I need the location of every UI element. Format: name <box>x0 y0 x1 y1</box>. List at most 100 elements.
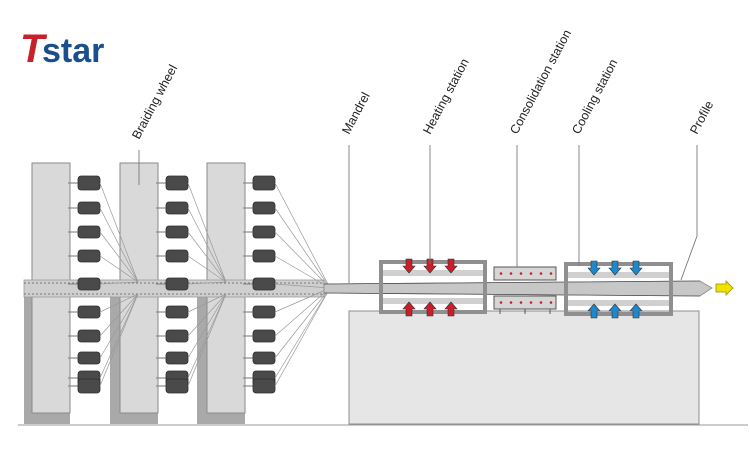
arrow-up-icon <box>608 303 622 319</box>
tstar-logo: T star <box>20 27 104 71</box>
label-cooling-station: Cooling station <box>569 57 620 137</box>
arrow-up-icon <box>444 301 458 317</box>
cooling-lower-plate <box>568 300 669 306</box>
fiber-line <box>99 293 139 337</box>
consolidation-lower-die <box>493 295 557 310</box>
arrow-down-icon <box>587 260 601 276</box>
fiber-line <box>99 207 139 283</box>
fiber-line <box>274 182 331 289</box>
arrow-up-icon <box>402 301 416 317</box>
fiber-line <box>187 255 227 283</box>
bobbin-icon <box>165 249 189 263</box>
fiber-line <box>187 293 227 313</box>
fiber-line <box>99 182 139 283</box>
fiber-line <box>187 293 227 379</box>
label-braiding-wheel: Braiding wheel <box>129 62 180 141</box>
fiber-line <box>99 281 139 285</box>
output-arrow-icon <box>715 280 734 296</box>
profile-edge-bottom <box>323 292 701 297</box>
fiber-line <box>187 182 227 283</box>
profile-edge-top <box>323 280 701 285</box>
heater-dot <box>549 301 553 304</box>
fiber-line <box>274 283 331 289</box>
heater-dot <box>549 272 553 275</box>
heating-lower-plate <box>383 298 483 304</box>
arrow-down-icon <box>608 260 622 276</box>
bobbin-icon <box>165 305 189 319</box>
bobbin-icon <box>252 175 276 191</box>
fiber-lines <box>99 182 331 387</box>
logo-letter-t: T <box>20 27 48 71</box>
heater-dot <box>519 301 523 304</box>
bobbin-icon <box>77 305 101 319</box>
bobbin-icon <box>165 225 189 239</box>
fiber-line <box>187 281 227 285</box>
logo-text-star: star <box>42 32 104 70</box>
fiber-line <box>99 231 139 283</box>
cooling-frame <box>564 262 673 316</box>
fiber-line <box>274 287 331 337</box>
arrow-down-icon <box>629 260 643 276</box>
heater-dot <box>509 301 513 304</box>
fiber-line <box>274 207 331 289</box>
bobbin-icon <box>77 378 101 394</box>
station-arrows <box>402 258 643 319</box>
bobbin-icon <box>77 225 101 239</box>
bobbin-icon <box>252 277 276 291</box>
bobbin-icon <box>77 175 101 191</box>
heater-dot <box>519 272 523 275</box>
label-profile: Profile <box>687 99 716 137</box>
label-mandrel: Mandrel <box>339 90 373 136</box>
heating-upper-plate <box>383 270 483 276</box>
fiber-line <box>187 231 227 283</box>
fiber-line <box>274 231 331 289</box>
label-heating-station: Heating station <box>420 56 472 136</box>
fiber-line <box>187 293 227 359</box>
fiber-line <box>99 293 139 359</box>
bobbin-icon <box>77 277 101 291</box>
bobbin-icon <box>165 175 189 191</box>
fiber-line <box>187 293 227 387</box>
heater-dot <box>529 301 533 304</box>
arrow-up-icon <box>423 301 437 317</box>
bobbin-icon <box>165 378 189 394</box>
heater-dot <box>539 272 543 275</box>
arrow-down-icon <box>444 258 458 274</box>
heater-dot <box>499 272 503 275</box>
bobbin-icon <box>165 277 189 291</box>
arrow-down-icon <box>423 258 437 274</box>
bobbin-icon <box>165 201 189 215</box>
fiber-line <box>274 287 331 387</box>
bobbin-icon <box>165 329 189 343</box>
fiber-line <box>274 287 331 313</box>
fiber-line <box>99 293 139 379</box>
fiber-line <box>274 287 331 359</box>
bobbin-icon <box>77 329 101 343</box>
bobbin-group <box>68 175 276 394</box>
bobbin-icon <box>77 201 101 215</box>
bobbin-icon <box>252 351 276 365</box>
bobbin-icon <box>165 351 189 365</box>
bobbin-icon <box>252 378 276 394</box>
fiber-line <box>274 287 331 379</box>
fiber-line <box>99 293 139 387</box>
fiber-line <box>99 293 139 313</box>
consolidation-upper-die <box>493 266 557 281</box>
consolidation-station <box>493 266 557 314</box>
label-consolidation-station: Consolidation station <box>507 27 574 136</box>
bobbin-icon <box>252 249 276 263</box>
machine-table <box>348 310 700 425</box>
fiber-line <box>187 207 227 283</box>
heater-dot <box>529 272 533 275</box>
cooling-station <box>564 262 673 316</box>
arrow-up-icon <box>629 303 643 319</box>
cooling-upper-plate <box>568 272 669 278</box>
bobbin-icon <box>252 329 276 343</box>
bobbin-icon <box>252 201 276 215</box>
arrow-up-icon <box>587 303 601 319</box>
bobbin-icon <box>252 225 276 239</box>
leader-profile <box>680 145 698 281</box>
fiber-line <box>274 255 331 289</box>
fiber-line <box>187 293 227 337</box>
